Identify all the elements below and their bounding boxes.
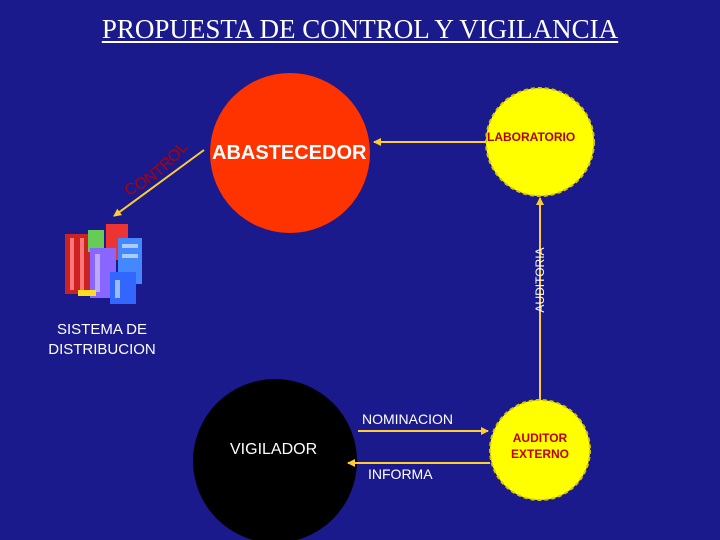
abastecedor-node <box>210 73 370 233</box>
nominacion-label: NOMINACION <box>362 411 453 427</box>
vigilador-label: VIGILADOR <box>230 441 318 458</box>
auditor-externo-node <box>489 399 591 501</box>
control-label: CONTROL <box>122 139 191 200</box>
abastecedor-label: ABASTECEDOR <box>212 142 367 164</box>
auditor-externo-label: AUDITOR EXTERNO <box>510 431 569 461</box>
control-label-path: CONTROL <box>122 139 191 200</box>
page-title: PROPUESTA DE CONTROL Y VIGILANCIA <box>101 14 619 44</box>
auditoria-label: AUDITORIA <box>533 247 547 313</box>
laboratorio-label: LABORATORIO <box>487 130 576 144</box>
control-arrow <box>113 149 205 217</box>
informa-label: INFORMA <box>368 466 433 482</box>
vigilador-node <box>193 379 357 540</box>
sistema-distribucion-label: SISTEMA DE DISTRIBUCION <box>48 321 156 358</box>
city-buildings-icon <box>65 224 142 304</box>
